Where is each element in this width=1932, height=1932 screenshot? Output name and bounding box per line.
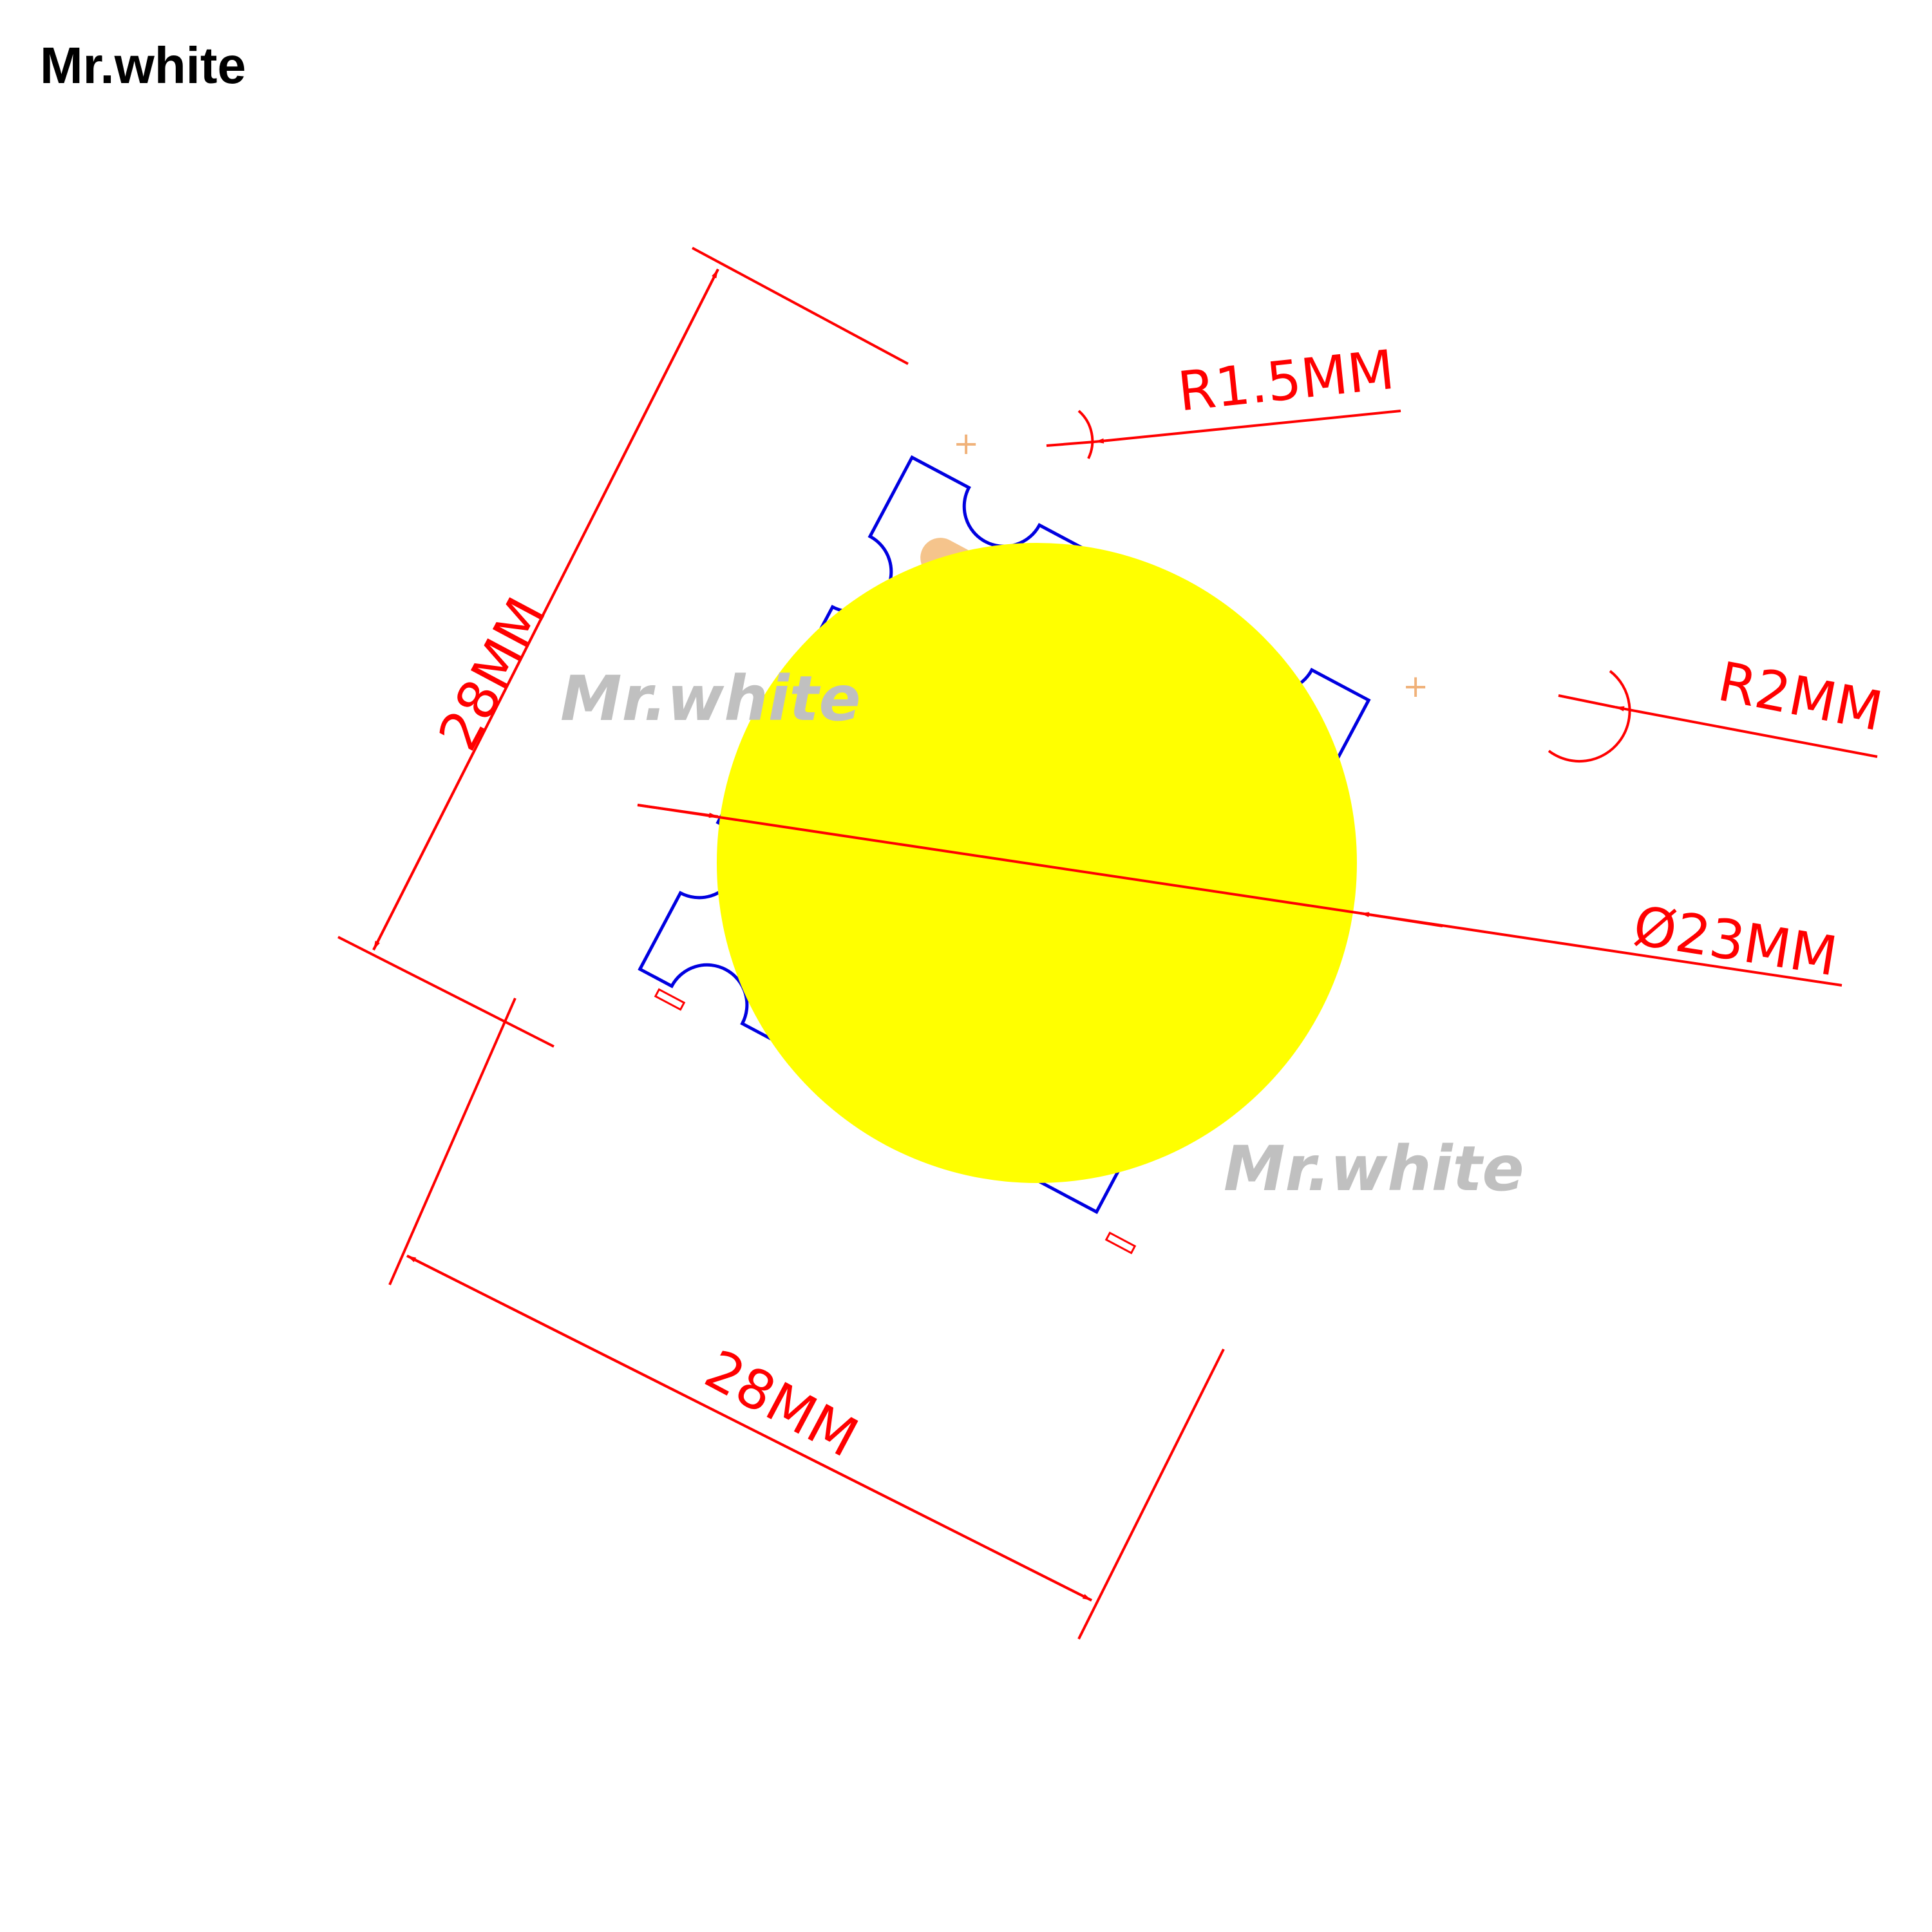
corner-radius-dimension [1046, 410, 1401, 459]
hole-radius-label: R2MM [1713, 650, 1888, 743]
diameter-label: Ø23MM [1629, 894, 1841, 989]
minus-label-bottom [1104, 1231, 1137, 1255]
height-label: 28MM [426, 587, 558, 760]
plus-label-top: + [953, 426, 979, 462]
watermark-1: Mr.white [560, 663, 861, 735]
hole-radius-dimension [1548, 670, 1878, 763]
watermark-2: Mr.white [1224, 1133, 1524, 1205]
height-dimension [337, 247, 909, 1048]
corner-radius-label: R1.5MM [1175, 338, 1397, 424]
width-label: 28MM [695, 1338, 867, 1470]
emitter-circle [717, 543, 1357, 1183]
width-dimension [388, 998, 1225, 1640]
diameter-dimension [637, 804, 1842, 987]
plus-label-right: + [1403, 668, 1428, 705]
minus-label-left [654, 988, 686, 1011]
brand-title: Mr.white [40, 37, 247, 94]
